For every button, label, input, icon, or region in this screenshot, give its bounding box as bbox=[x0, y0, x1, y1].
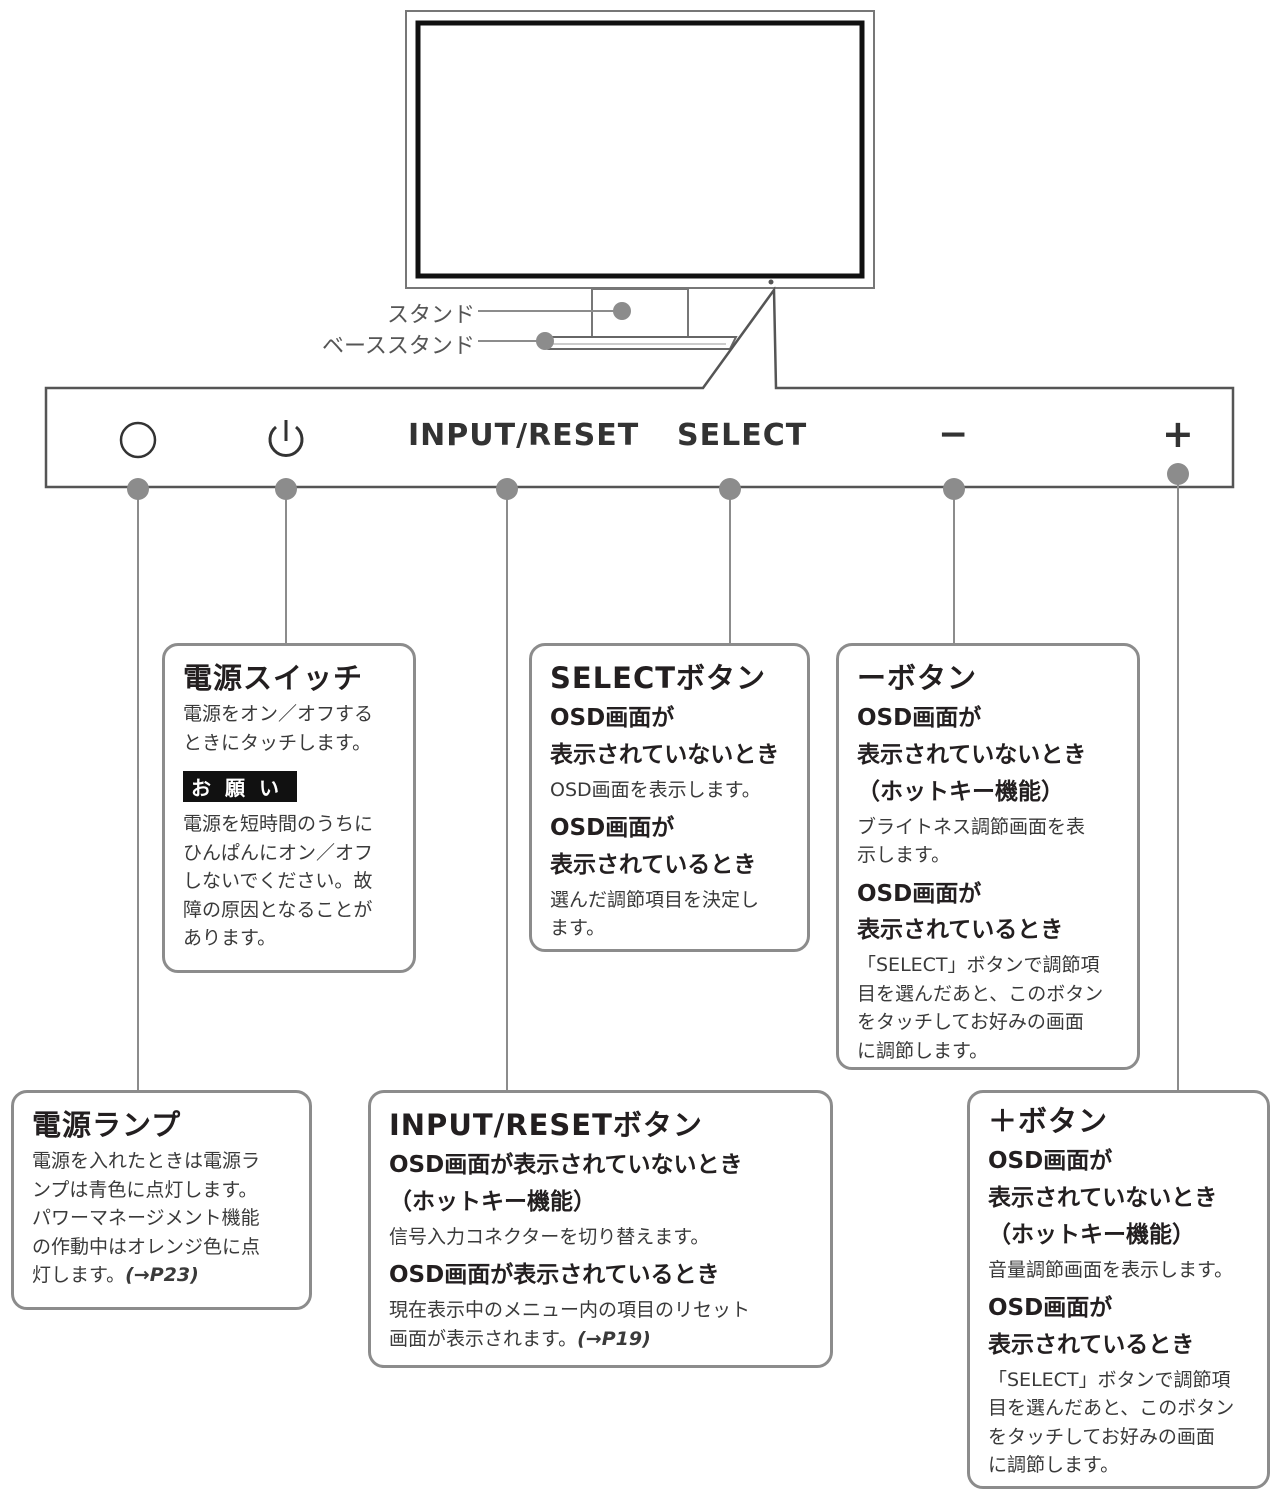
notice-line: 障の原因となることが bbox=[183, 898, 373, 921]
desc-line: 電源をオン／オフする bbox=[183, 703, 374, 726]
plus-key-label: + bbox=[1162, 412, 1195, 456]
desc-line: パワーマネージメント機能 bbox=[32, 1207, 260, 1230]
power-switch-box: 電源スイッチ 電源をオン／オフするときにタッチします。 お願い 電源を短時間のう… bbox=[162, 643, 416, 973]
heading-line: （ホットキー機能） bbox=[389, 1189, 596, 1216]
heading-line: OSD画面が bbox=[550, 815, 675, 842]
notice-line: あります。 bbox=[183, 927, 277, 950]
power-switch-title: 電源スイッチ bbox=[183, 661, 364, 695]
heading-line: OSD画面が bbox=[988, 1148, 1113, 1175]
desc-line: の作動中はオレンジ色に点 bbox=[32, 1235, 261, 1258]
minus-button-title: ーボタン bbox=[857, 661, 978, 695]
desc-line: 「SELECT」ボタンで調節項 bbox=[988, 1368, 1231, 1391]
control-panel bbox=[44, 286, 1235, 489]
notice-line: 電源を短時間のうちに bbox=[183, 813, 374, 836]
notice-line: ひんぱんにオン／オフ bbox=[183, 841, 374, 864]
desc-line: に調節します。 bbox=[857, 1039, 989, 1062]
heading-line: 表示されているとき bbox=[988, 1331, 1195, 1358]
desc-line: 灯します。 bbox=[32, 1264, 126, 1287]
desc-line: 現在表示中のメニュー内の項目のリセット bbox=[389, 1299, 751, 1322]
input-reset-desc-1: 信号入力コネクターを切り替えます。 bbox=[389, 1225, 710, 1248]
heading-line: 表示されていないとき bbox=[857, 742, 1087, 769]
input-reset-title: INPUT/RESETボタン bbox=[389, 1108, 703, 1142]
desc-line: ブライトネス調節画面を表 bbox=[857, 815, 1086, 838]
select-key-label: SELECT bbox=[677, 418, 808, 453]
notice-line: しないでください。故 bbox=[183, 870, 373, 893]
stand-leaders bbox=[478, 302, 631, 350]
heading-line: 表示されていないとき bbox=[550, 742, 780, 769]
heading-line: OSD画面が bbox=[857, 705, 982, 732]
select-button-title: SELECTボタン bbox=[550, 661, 767, 695]
power-lamp-box: 電源ランプ 電源を入れたときは電源ラ ンプは青色に点灯します。 パワーマネージメ… bbox=[11, 1090, 312, 1310]
desc-line: 画面が表示されます。 bbox=[389, 1327, 578, 1350]
desc-line: をタッチしてお好みの画面 bbox=[988, 1425, 1215, 1448]
plus-button-box: ＋ボタン OSD画面が表示されていないとき（ホットキー機能） 音量調節画面を表示… bbox=[967, 1090, 1270, 1489]
desc-line: 選んだ調節項目を決定し bbox=[550, 888, 760, 911]
select-button-box: SELECTボタン OSD画面が表示されていないとき OSD画面を表示します。 … bbox=[529, 643, 810, 952]
desc-line: 電源を入れたときは電源ラ bbox=[32, 1150, 261, 1173]
heading-line: OSD画面が表示されていないとき bbox=[389, 1152, 743, 1179]
base-stand-label: ベーススタンド bbox=[322, 334, 475, 359]
input-reset-button-box: INPUT/RESETボタン OSD画面が表示されていないとき （ホットキー機能）… bbox=[368, 1090, 833, 1368]
plus-desc-1: 音量調節画面を表示します。 bbox=[988, 1258, 1234, 1281]
desc-line: 目を選んだあと、このボタン bbox=[857, 982, 1104, 1005]
heading-line: 表示されているとき bbox=[857, 917, 1064, 944]
notice-tag: お願い bbox=[183, 771, 297, 803]
monitor bbox=[405, 10, 875, 350]
desc-line: 「SELECT」ボタンで調節項 bbox=[857, 954, 1100, 977]
desc-line: 示します。 bbox=[857, 844, 951, 867]
desc-line: ます。 bbox=[550, 917, 606, 940]
desc-line: に調節します。 bbox=[988, 1454, 1120, 1477]
input-reset-key-label: INPUT/RESET bbox=[408, 418, 640, 453]
page-ref: (→P23) bbox=[125, 1264, 199, 1287]
heading-line: OSD画面が表示されているとき bbox=[389, 1262, 720, 1289]
desc-line: をタッチしてお好みの画面 bbox=[857, 1011, 1084, 1034]
button-leaders bbox=[127, 463, 1189, 1090]
power-icon bbox=[268, 420, 304, 457]
heading-line: 表示されていないとき bbox=[988, 1185, 1218, 1212]
desc-line: ときにタッチします。 bbox=[183, 731, 372, 754]
heading-line: （ホットキー機能） bbox=[857, 778, 1064, 805]
plus-button-title: ＋ボタン bbox=[988, 1104, 1109, 1138]
heading-line: OSD画面が bbox=[550, 705, 675, 732]
heading-line: OSD画面が bbox=[857, 880, 982, 907]
heading-line: 表示されているとき bbox=[550, 852, 757, 879]
minus-button-box: ーボタン OSD画面が表示されていないとき（ホットキー機能） ブライトネス調節画… bbox=[836, 643, 1140, 1070]
stand-label: スタンド bbox=[387, 303, 476, 328]
power-lamp-title: 電源ランプ bbox=[32, 1108, 182, 1142]
desc-line: ンプは青色に点灯します。 bbox=[32, 1178, 258, 1201]
desc-line: 目を選んだあと、このボタン bbox=[988, 1397, 1235, 1420]
minus-key-label: − bbox=[938, 414, 970, 455]
page-ref: (→P19) bbox=[577, 1327, 651, 1350]
power-lamp-icon bbox=[119, 421, 157, 459]
heading-line: OSD画面が bbox=[988, 1295, 1113, 1322]
heading-line: （ホットキー機能） bbox=[988, 1221, 1195, 1248]
select-desc-1: OSD画面を表示します。 bbox=[550, 778, 761, 801]
